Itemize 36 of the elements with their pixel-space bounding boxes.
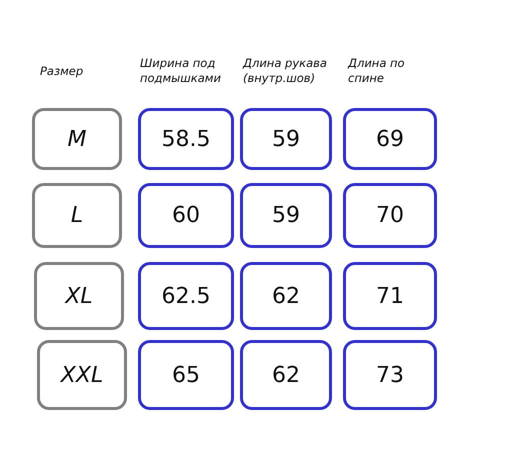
measurement-box xyxy=(240,262,332,330)
column-header: Размер xyxy=(40,64,84,79)
measurement-box xyxy=(138,183,234,248)
measurement-value: 59 xyxy=(272,203,300,228)
measurement-box xyxy=(343,262,437,330)
column-header: Длина по спине xyxy=(348,56,406,86)
measurement-value: 62.5 xyxy=(162,284,210,308)
size-box xyxy=(37,340,127,410)
size-box xyxy=(32,183,122,248)
measurement-value: 65 xyxy=(172,362,200,388)
size-box xyxy=(32,108,122,170)
measurement-value: 70 xyxy=(376,203,404,228)
measurement-value: 71 xyxy=(376,284,404,308)
measurement-box xyxy=(343,183,437,248)
measurement-box xyxy=(240,183,332,248)
measurement-value: 58.5 xyxy=(162,126,210,152)
measurement-value: 59 xyxy=(272,126,300,152)
measurement-box xyxy=(240,340,332,410)
measurement-value: 73 xyxy=(376,362,404,388)
size-label: M xyxy=(68,126,86,152)
measurement-value: 62 xyxy=(272,284,300,308)
measurement-box xyxy=(138,340,234,410)
measurement-box xyxy=(240,108,332,170)
column-header: Ширина под подмышками xyxy=(140,56,222,86)
measurement-box xyxy=(138,262,234,330)
measurement-value: 60 xyxy=(172,203,200,228)
measurement-value: 62 xyxy=(272,362,300,388)
size-box xyxy=(34,262,124,330)
measurement-box xyxy=(138,108,234,170)
size-label: L xyxy=(70,203,84,228)
column-header: Длина рукава (внутр.шов) xyxy=(243,56,328,86)
size-label: XL xyxy=(65,284,93,308)
size-label: XXL xyxy=(60,362,104,388)
measurement-value: 69 xyxy=(376,126,404,152)
measurement-box xyxy=(343,340,437,410)
measurement-box xyxy=(343,108,437,170)
